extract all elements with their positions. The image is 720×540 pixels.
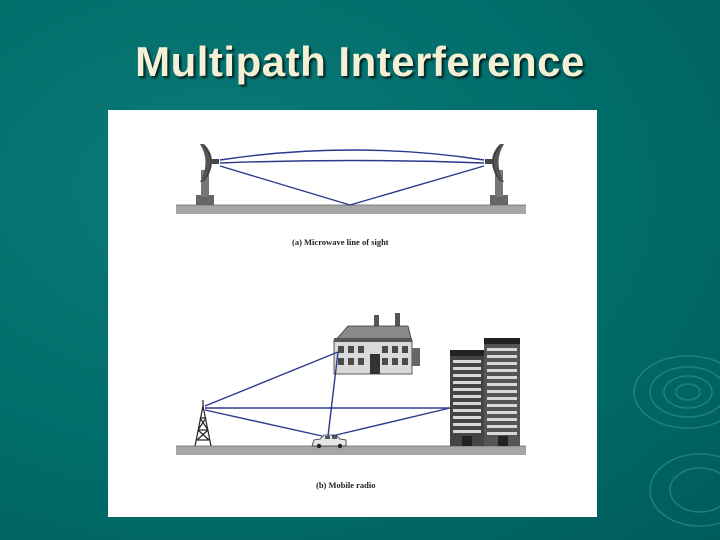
figure-panel: (a) Microwave line of sight [108, 110, 597, 517]
left-dish-antenna-icon [196, 144, 219, 205]
caption-a: (a) Microwave line of sight [292, 237, 389, 247]
caption-b: (b) Mobile radio [316, 480, 376, 490]
microwave-scene: (a) Microwave line of sight [176, 144, 526, 247]
right-dish-antenna-icon [485, 144, 508, 205]
slide-title: Multipath Interference [135, 38, 585, 85]
office-towers-icon [450, 338, 520, 446]
ground-b [176, 446, 526, 455]
car-icon [311, 434, 347, 449]
decorative-ripples [633, 355, 720, 527]
radio-tower-icon [194, 400, 212, 447]
mobile-radio-scene: (b) Mobile radio [176, 313, 526, 490]
factory-building-icon [333, 313, 420, 375]
ground-a [176, 205, 526, 214]
microwave-signal-paths [219, 149, 485, 206]
mobile-signal-paths [204, 351, 451, 437]
